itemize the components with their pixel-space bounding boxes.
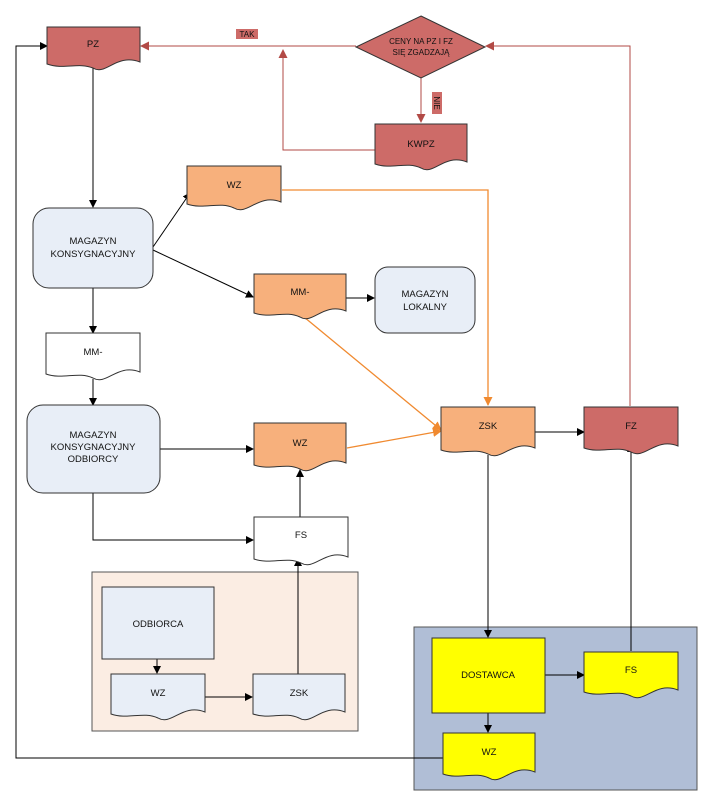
zsk-label: ZSK	[479, 421, 498, 432]
zsk-document[interactable]: ZSK	[440, 406, 536, 457]
magazyn-odb-label-line3: ODBIORCY	[68, 454, 119, 465]
magazyn-to-wz-arrow	[152, 192, 191, 248]
magazyn-konsyg-label-line1: MAGAZYN	[70, 236, 117, 247]
odb-zsk-label: ZSK	[290, 688, 309, 699]
dost-fs-document[interactable]: FS	[583, 651, 679, 699]
wz-mid-to-zsk-arrow	[346, 427, 442, 449]
magazyn-konsyg-label-line2: KONSYGNACYJNY	[51, 249, 137, 260]
odb-wz-document[interactable]: WZ	[110, 673, 206, 721]
mm-left-document[interactable]: MM-	[45, 332, 141, 381]
dostawca-label: DOSTAWCA	[461, 670, 515, 681]
odbiorca-box[interactable]: ODBIORCA	[101, 586, 215, 660]
tak-label: TAK	[240, 30, 256, 39]
magazyn-odbiorcy-box[interactable]: MAGAZYN KONSYGNACYJNY ODBIORCY	[26, 404, 161, 494]
fz-document[interactable]: FZ	[583, 406, 679, 455]
fz-label: FZ	[625, 421, 637, 432]
decision-label-line2: SIĘ ZGADZAJĄ	[393, 48, 451, 57]
decision-label-line1: CENY NA PZ I FZ	[389, 37, 453, 46]
fs-mid-document[interactable]: FS	[253, 516, 349, 566]
magazyn-odb-label-line1: MAGAZYN	[70, 430, 117, 441]
loop-wz-to-pz-arrow	[15, 42, 443, 759]
mm-right-document[interactable]: MM-	[253, 273, 347, 320]
fs-mid-label: FS	[295, 530, 307, 541]
magazyn-lokalny-box[interactable]: MAGAZYN LOKALNY	[374, 266, 476, 334]
magazyn-lokalny-label-line2: LOKALNY	[403, 302, 447, 313]
dost-wz-label: WZ	[482, 747, 497, 758]
magazyn-lokalny-label-line1: MAGAZYN	[402, 289, 449, 300]
wz-mid-document[interactable]: WZ	[253, 422, 347, 472]
tak-label-box: TAK	[236, 29, 258, 39]
wz-top-label: WZ	[227, 180, 242, 191]
mm-left-label: MM-	[84, 347, 103, 358]
mm-to-zsk-arrow	[303, 316, 442, 431]
magazyn-to-mm-arrow	[152, 249, 254, 298]
dost-fs-label: FS	[625, 665, 637, 676]
kwpz-document[interactable]: KWPZ	[374, 123, 468, 171]
dost-wz-document[interactable]: WZ	[442, 732, 536, 781]
odb-wz-label: WZ	[151, 688, 166, 699]
kwpz-label: KWPZ	[407, 139, 435, 150]
pz-document[interactable]: PZ	[46, 26, 141, 71]
nie-label: NIE	[432, 96, 441, 109]
wz-top-document[interactable]: WZ	[186, 165, 282, 211]
dostawca-box[interactable]: DOSTAWCA	[431, 637, 546, 714]
odbiorca-label: ODBIORCA	[133, 619, 184, 630]
odb-to-fs-arrow	[92, 493, 254, 544]
kwpz-to-tak-line	[278, 49, 375, 151]
magazyn-konsygnacyjny-box[interactable]: MAGAZYN KONSYGNACYJNY	[32, 207, 154, 289]
odb-zsk-document[interactable]: ZSK	[252, 673, 346, 721]
wz-top-to-zsk-arrow	[282, 189, 493, 406]
wz-mid-label: WZ	[293, 438, 308, 449]
fz-to-decision-arrow	[485, 41, 631, 406]
pz-label: PZ	[87, 39, 99, 50]
nie-label-box: NIE	[432, 92, 442, 114]
mm-right-label: MM-	[291, 287, 310, 298]
price-match-decision[interactable]: CENY NA PZ I FZ SIĘ ZGADZAJĄ	[354, 15, 487, 79]
magazyn-odb-label-line2: KONSYGNACYJNY	[51, 442, 137, 453]
